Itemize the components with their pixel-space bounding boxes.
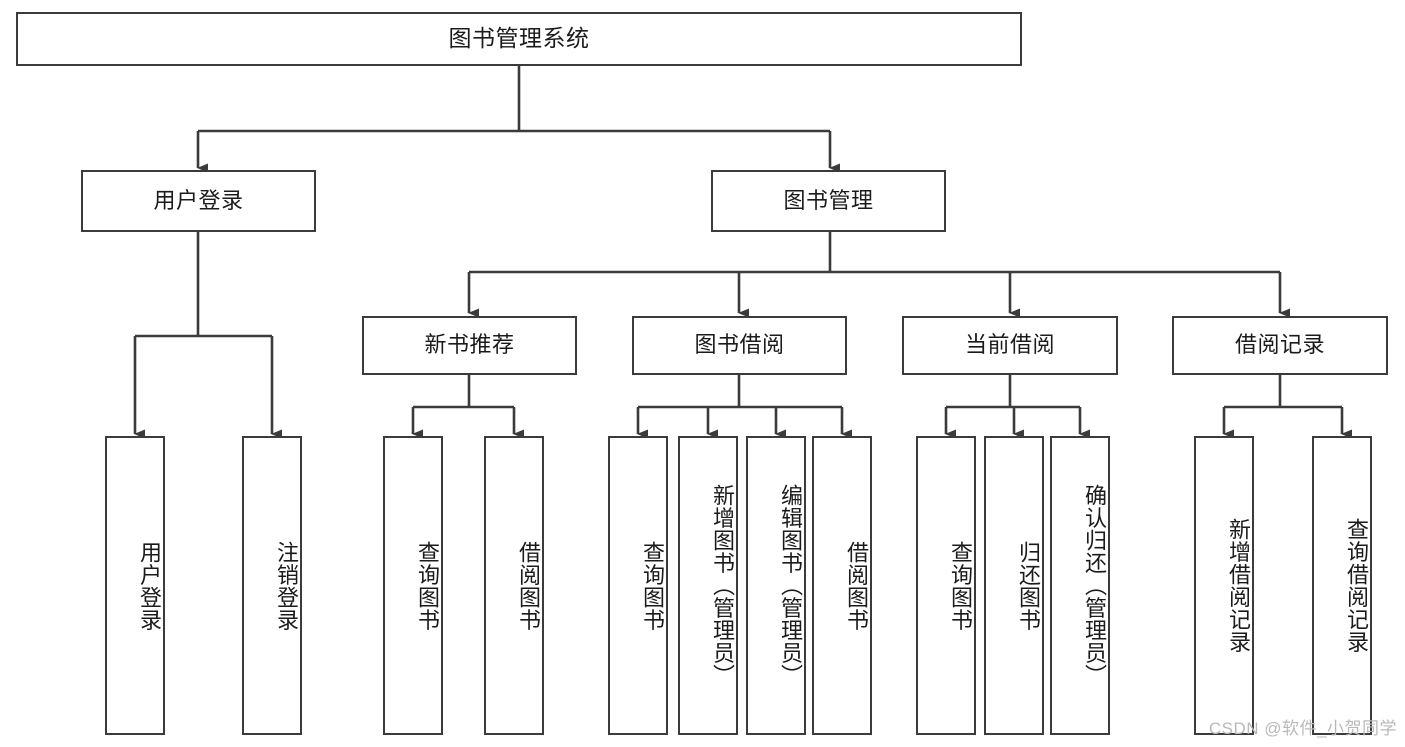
leaf-user-login-signin[interactable]: 用户登录 bbox=[105, 436, 165, 735]
leaf-borrow-add-book-admin[interactable]: 新增图书（管理员） bbox=[678, 436, 738, 735]
leaf-current-confirm-return-admin[interactable]: 确认归还（管理员） bbox=[1050, 436, 1110, 735]
leaf-record-add-record[interactable]: 新增借阅记录 bbox=[1194, 436, 1254, 735]
leaf-borrow-edit-book-admin[interactable]: 编辑图书（管理员） bbox=[746, 436, 806, 735]
watermark-credit: CSDN @软件_小贺同学 bbox=[1208, 719, 1397, 738]
node-book-management[interactable]: 图书管理 bbox=[711, 170, 946, 232]
leaf-new-book-borrow[interactable]: 借阅图书 bbox=[484, 436, 544, 735]
node-book-borrow[interactable]: 图书借阅 bbox=[632, 316, 847, 375]
leaf-user-login-signout[interactable]: 注销登录 bbox=[242, 436, 302, 735]
leaf-borrow-borrow-book[interactable]: 借阅图书 bbox=[812, 436, 872, 735]
leaf-current-query-book[interactable]: 查询图书 bbox=[916, 436, 976, 735]
leaf-record-query-record[interactable]: 查询借阅记录 bbox=[1312, 436, 1372, 735]
node-new-book-recommend[interactable]: 新书推荐 bbox=[362, 316, 577, 375]
node-borrow-record[interactable]: 借阅记录 bbox=[1172, 316, 1388, 375]
leaf-borrow-query-book[interactable]: 查询图书 bbox=[608, 436, 668, 735]
node-current-borrow[interactable]: 当前借阅 bbox=[902, 316, 1118, 375]
leaf-current-return-book[interactable]: 归还图书 bbox=[984, 436, 1044, 735]
leaf-new-book-query[interactable]: 查询图书 bbox=[383, 436, 443, 735]
node-user-login[interactable]: 用户登录 bbox=[81, 170, 316, 232]
node-root-library-system[interactable]: 图书管理系统 bbox=[16, 12, 1022, 66]
